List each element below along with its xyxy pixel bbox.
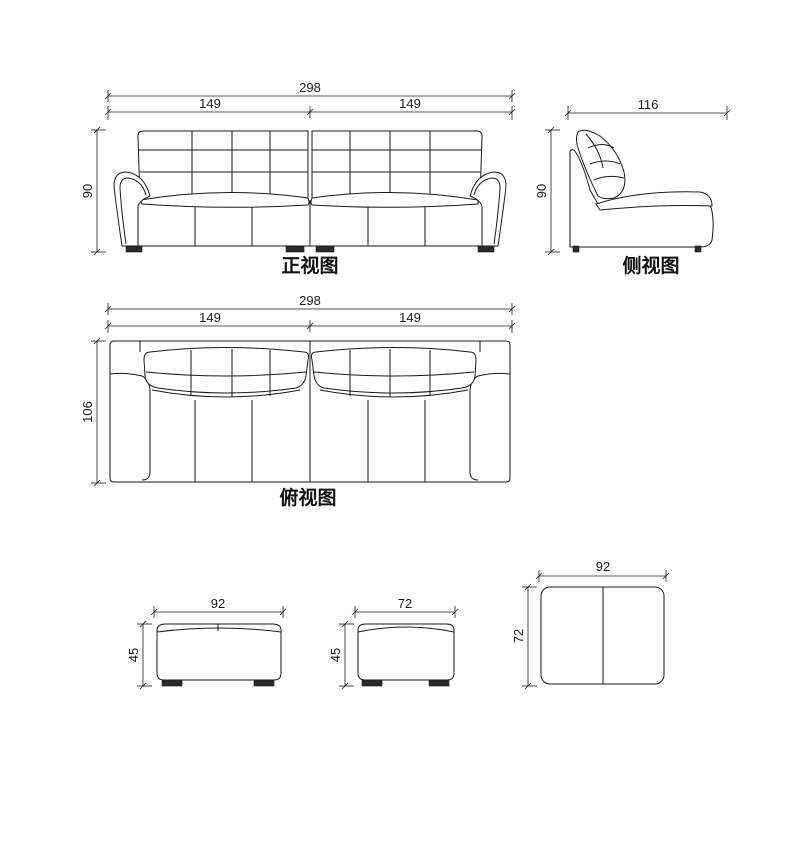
dim-label: 72 [511, 629, 526, 643]
dim-label: 90 [534, 184, 549, 198]
front-foot-left [125, 245, 143, 253]
dim-top-total-width: 298 [104, 293, 516, 315]
dim-side-depth: 116 [564, 97, 731, 120]
dim-ottoman2-width: 72 [351, 596, 459, 618]
front-foot-right [477, 245, 495, 253]
dim-label: 106 [80, 401, 95, 423]
dim-front-total-width: 298 [104, 80, 516, 102]
dim-label: 90 [80, 184, 95, 198]
ottoman-large-front: 92 45 [126, 596, 287, 690]
front-foot-center-left [285, 245, 305, 253]
top-arm-right [469, 372, 511, 481]
top-view-caption: 俯视图 [279, 486, 336, 509]
dim-label: 92 [596, 559, 610, 574]
front-arm-left [113, 171, 151, 247]
dim-label: 116 [638, 97, 659, 112]
front-arm-right [469, 171, 507, 247]
ottoman-small-front: 72 45 [328, 596, 459, 690]
dim-front-halves: 149 149 [104, 96, 516, 120]
top-arm-left [109, 372, 151, 481]
front-view-caption: 正视图 [281, 254, 338, 277]
ottoman-top-view: 92 72 [511, 559, 670, 690]
top-back-cushion-right [311, 347, 477, 398]
top-view: 298 149 149 106 [80, 293, 516, 509]
dim-label: 298 [299, 293, 321, 308]
dim-front-height: 90 [80, 126, 106, 256]
dim-top-depth: 106 [80, 337, 106, 487]
front-seat-cushions [139, 191, 479, 208]
top-back-cushion-left [143, 347, 309, 398]
dim-label: 149 [199, 310, 221, 325]
side-seat-cushion [595, 191, 713, 211]
dim-label: 149 [399, 310, 421, 325]
dim-label: 298 [299, 80, 321, 95]
side-foot-front [694, 245, 702, 253]
front-view: 298 149 149 90 [80, 80, 516, 277]
front-backrest-left [137, 130, 309, 201]
side-view-caption: 侧视图 [622, 254, 679, 277]
front-backrest-right [311, 130, 483, 201]
dim-label: 92 [211, 596, 225, 611]
dim-ottoman2-height: 45 [328, 620, 354, 690]
dim-label: 149 [199, 96, 221, 111]
dim-side-height: 90 [534, 126, 560, 256]
dim-label: 72 [398, 596, 412, 611]
side-back-cushion [576, 129, 626, 200]
dim-label: 45 [126, 648, 141, 662]
dim-ottoman1-width: 92 [150, 596, 287, 618]
top-outline [109, 340, 511, 483]
dim-label: 45 [328, 648, 343, 662]
front-foot-center-right [315, 245, 335, 253]
dim-ottoman1-height: 45 [126, 620, 152, 690]
top-seat-divisions [194, 341, 426, 482]
side-foot-back [572, 245, 580, 253]
dim-ottoman-top-depth: 72 [511, 583, 537, 690]
side-view: 116 90 侧视图 [534, 97, 731, 277]
dim-label: 149 [399, 96, 421, 111]
dim-top-halves: 149 149 [104, 310, 516, 333]
dim-ottoman-top-width: 92 [535, 559, 670, 582]
